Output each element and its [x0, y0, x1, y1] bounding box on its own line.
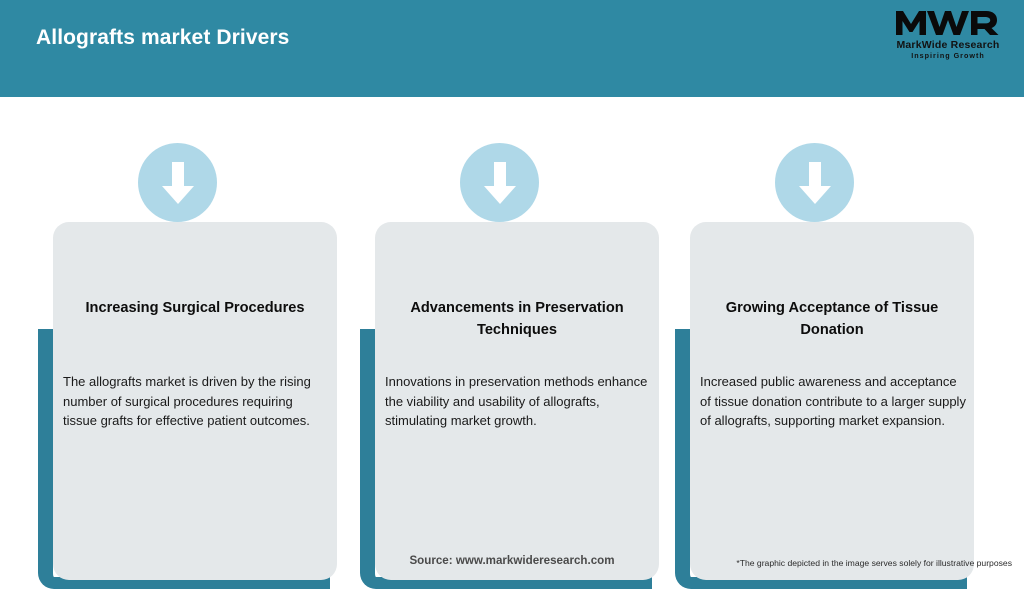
drivers-card-group: Increasing Surgical Procedures The allog…	[0, 97, 1024, 589]
card-title: Increasing Surgical Procedures	[85, 300, 305, 316]
driver-card-1: Increasing Surgical Procedures The allog…	[38, 143, 337, 589]
card-panel: Growing Acceptance of Tissue Donation In…	[690, 222, 974, 580]
disclaimer-note: *The graphic depicted in the image serve…	[736, 558, 1012, 568]
card-title: Growing Acceptance of Tissue Donation	[725, 300, 939, 338]
arrow-down-icon	[775, 143, 854, 222]
driver-card-2: Advancements in Preservation Techniques …	[360, 143, 659, 589]
arrow-down-glyph	[161, 161, 194, 204]
card-body-text: The allografts market is driven by the r…	[63, 374, 311, 428]
driver-card-3: Growing Acceptance of Tissue Donation In…	[675, 143, 974, 589]
card-panel: Advancements in Preservation Techniques …	[375, 222, 659, 580]
arrow-down-icon	[138, 143, 217, 222]
logo-tagline: Inspiring Growth	[911, 51, 985, 60]
mwr-logo-icon	[896, 11, 999, 35]
arrow-down-glyph	[798, 161, 831, 204]
card-title: Advancements in Preservation Techniques	[410, 300, 624, 338]
card-body-text: Increased public awareness and acceptanc…	[700, 374, 966, 428]
card-panel: Increasing Surgical Procedures The allog…	[53, 222, 337, 580]
arrow-down-icon	[460, 143, 539, 222]
logo-company-name: MarkWide Research	[896, 39, 1000, 51]
page-title: Allografts market Drivers	[36, 26, 290, 49]
arrow-down-glyph	[483, 161, 516, 204]
brand-logo: MarkWide Research Inspiring Growth	[886, 8, 1010, 66]
page-header: Allografts market Drivers MarkWide Resea…	[0, 0, 1024, 97]
card-body-text: Innovations in preservation methods enha…	[385, 374, 648, 428]
source-label: Source: www.markwideresearch.com	[409, 554, 615, 567]
